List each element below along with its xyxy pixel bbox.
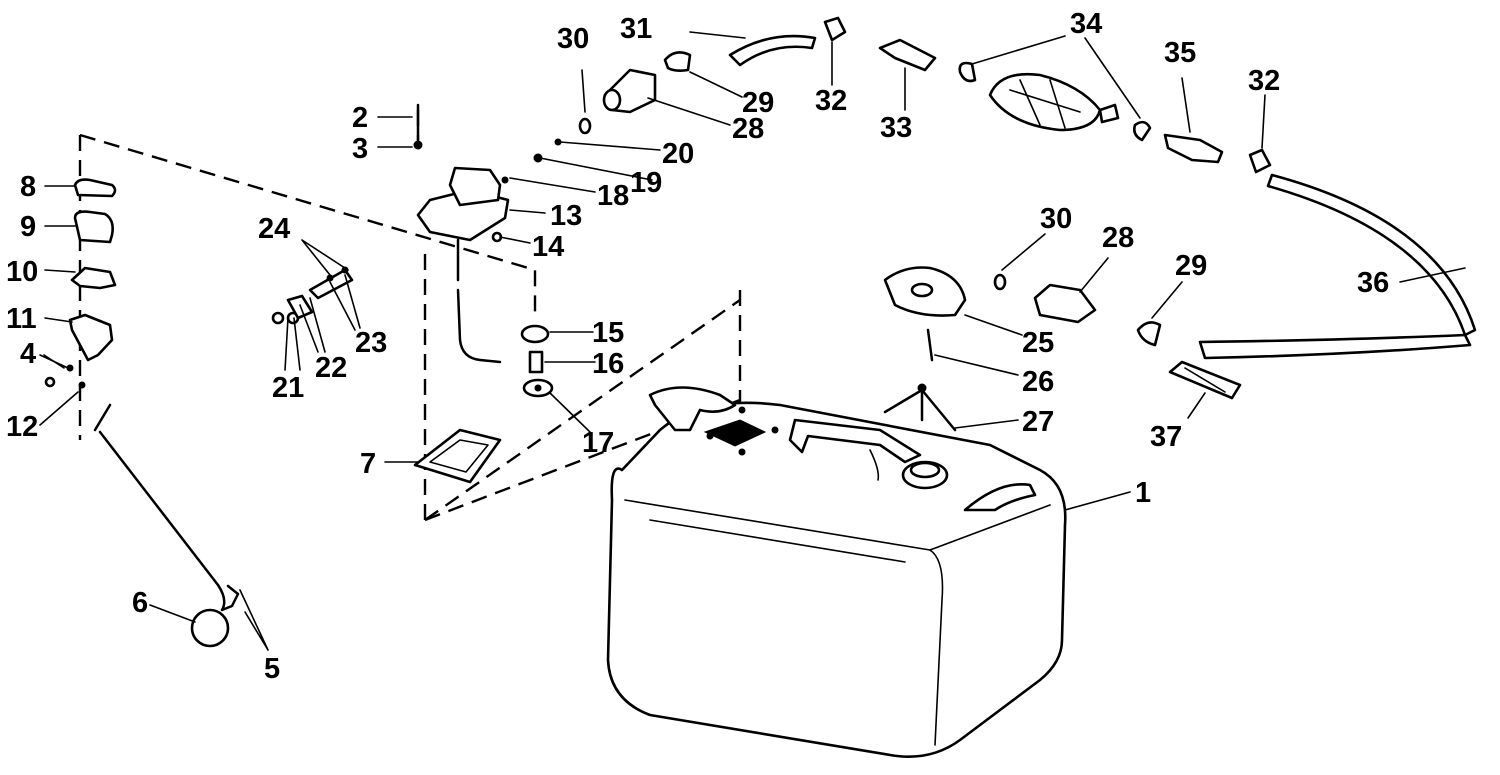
callout-7: 7 <box>360 448 376 480</box>
outboard-connector-parts <box>993 273 1162 347</box>
callout-23: 23 <box>355 327 387 359</box>
filler-cap-parts <box>883 266 967 432</box>
callout-19: 19 <box>630 167 662 199</box>
callout-27: 27 <box>1022 406 1054 438</box>
callout-1: 1 <box>1135 477 1151 509</box>
leader-lines <box>39 31 1466 651</box>
callout-29-top: 29 <box>742 87 774 119</box>
callout-30-right: 30 <box>1040 203 1072 235</box>
callout-12: 12 <box>6 411 38 443</box>
callout-26: 26 <box>1022 366 1054 398</box>
callout-2: 2 <box>352 102 368 134</box>
callout-33: 33 <box>880 112 912 144</box>
hose-sleeve <box>1168 360 1242 400</box>
fuel-tank <box>606 386 1067 758</box>
callout-35: 35 <box>1164 37 1196 69</box>
callout-4: 4 <box>20 338 36 370</box>
callout-34: 34 <box>1070 8 1102 40</box>
callout-25: 25 <box>1022 327 1054 359</box>
callout-31: 31 <box>620 13 652 45</box>
callout-20: 20 <box>662 138 694 170</box>
gasket <box>413 428 502 484</box>
callout-32-top: 32 <box>815 85 847 117</box>
callout-17: 17 <box>582 427 614 459</box>
callout-labels: 1 2 3 4 5 6 7 8 9 10 11 12 13 14 15 16 1… <box>6 8 1389 685</box>
callout-22: 22 <box>315 352 347 384</box>
sender-small-parts <box>271 266 354 325</box>
primer-bulb-assembly <box>878 38 1224 164</box>
callout-36: 36 <box>1357 267 1389 299</box>
tank-connector-parts <box>578 16 847 135</box>
gauge-parts <box>39 178 240 648</box>
callout-13: 13 <box>550 200 582 232</box>
callout-14: 14 <box>532 231 564 263</box>
callout-3: 3 <box>352 133 368 165</box>
callout-24: 24 <box>258 213 290 245</box>
callout-28-right: 28 <box>1102 222 1134 254</box>
pickup-assembly <box>413 103 510 364</box>
callout-6: 6 <box>132 587 148 619</box>
callout-21: 21 <box>272 372 304 404</box>
callout-18: 18 <box>597 180 629 212</box>
callout-29-right: 29 <box>1175 250 1207 282</box>
callout-11: 11 <box>6 303 37 335</box>
callout-28-top: 28 <box>732 113 764 145</box>
callout-37: 37 <box>1150 421 1182 453</box>
callout-15: 15 <box>592 317 624 349</box>
filter-parts <box>491 138 562 398</box>
callout-30-top: 30 <box>557 23 589 55</box>
fuel-hose <box>1198 148 1477 360</box>
callout-8: 8 <box>20 171 36 203</box>
callout-16: 16 <box>592 348 624 380</box>
callout-32-right: 32 <box>1248 65 1280 97</box>
callout-9: 9 <box>20 211 36 243</box>
callout-5: 5 <box>264 653 280 685</box>
callout-10: 10 <box>6 256 38 288</box>
